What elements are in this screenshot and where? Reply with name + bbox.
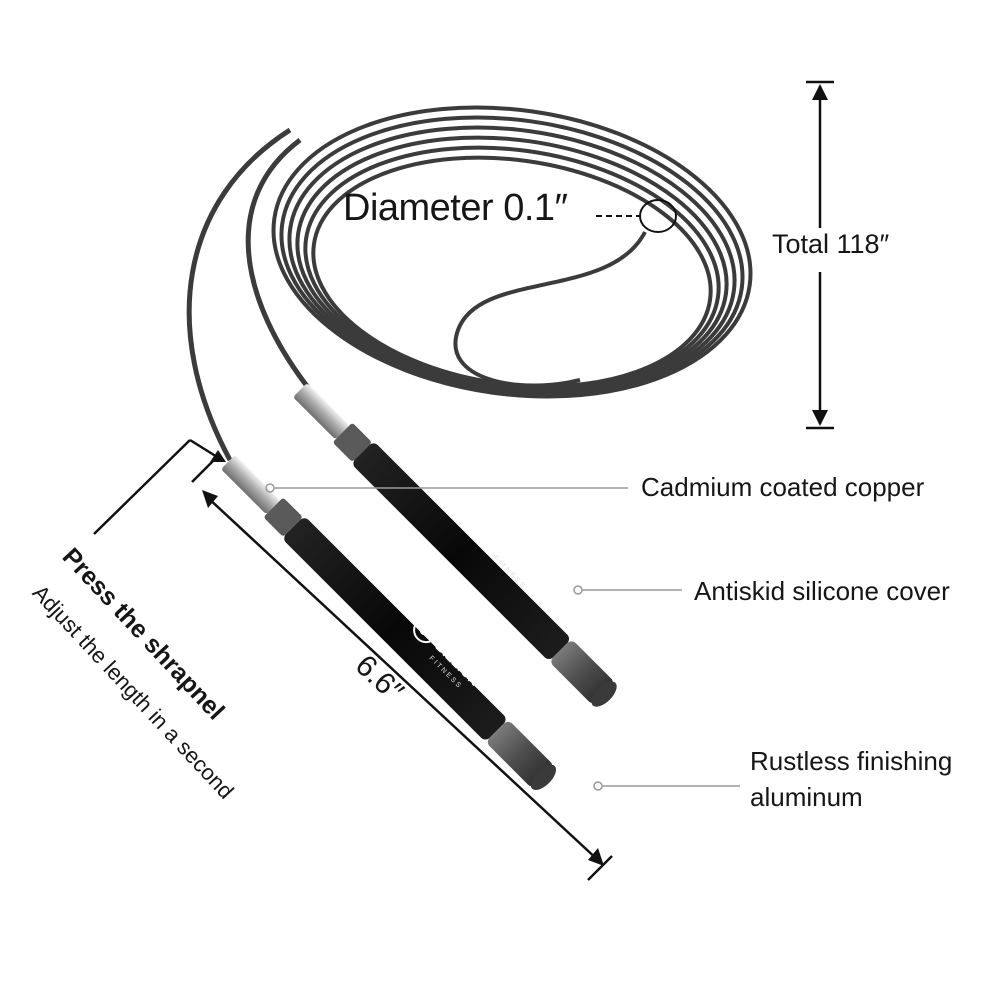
handle-length-arrow — [191, 457, 613, 881]
total-length-label: Total 118″ — [772, 229, 890, 259]
diameter-label: Diameter 0.1″ — [343, 187, 568, 229]
cable-to-rear-handle — [245, 138, 312, 392]
cable-inner-loop — [453, 231, 647, 388]
aluminum-label-line1: Rustless finishing — [750, 746, 953, 776]
shrapnel-indicator — [93, 438, 226, 535]
callout-leaders — [265, 483, 740, 791]
diameter-callout-ring — [639, 199, 677, 233]
cable-to-front-handle — [186, 127, 292, 462]
cable-coil — [271, 105, 753, 399]
svg-text:5: 5 — [479, 522, 497, 540]
total-length-arrow — [806, 80, 834, 430]
front-handle — [222, 456, 557, 791]
rear-handle — [294, 384, 617, 707]
copper-label: Cadmium coated copper — [641, 472, 925, 502]
aluminum-label-line2: aluminum — [750, 782, 863, 812]
silicone-cover-label: Antiskid silicone cover — [694, 576, 950, 606]
